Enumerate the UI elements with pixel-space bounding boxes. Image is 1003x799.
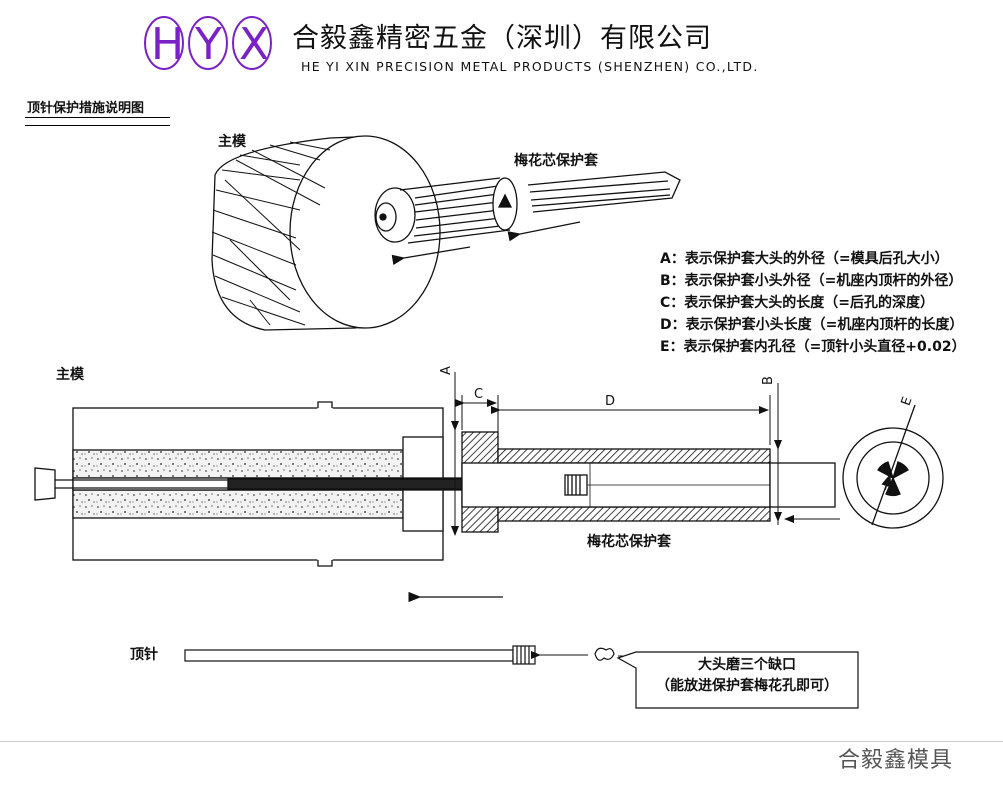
mold-cylinder [211, 135, 681, 331]
section-main-mold-label: 主模 [56, 367, 84, 383]
section-title: 顶针保护措施说明图 [27, 101, 145, 116]
ejector-pin [184, 645, 615, 665]
pin-note: 大头磨三个缺口 （能放进保护套梅花孔即可） [636, 655, 858, 705]
svg-text:H: H [151, 19, 184, 70]
title-underline-2 [25, 125, 170, 126]
company-logo: H Y X [144, 16, 272, 70]
legend-item-a: A：表示保护套大头的外径（=模具后孔大小） [660, 251, 949, 267]
pin-label: 顶针 [130, 647, 158, 663]
legend-item-b: B：表示保护套小头外径（=机座内顶杆的外径） [660, 273, 963, 289]
section-mold [34, 399, 564, 567]
end-view [842, 404, 944, 529]
svg-text:Y: Y [194, 19, 222, 70]
watermark: 合毅鑫模具 [838, 748, 954, 773]
top-sleeve-label: 梅花芯保护套 [514, 153, 598, 169]
legend: A：表示保护套大头的外径（=模具后孔大小） B：表示保护套小头外径（=机座内顶杆… [660, 248, 966, 358]
dim-c-label: C [474, 387, 484, 402]
legend-item-e: E：表示保护套内孔径（=顶针小头直径+0.02） [660, 339, 966, 355]
legend-item-c: C：表示保护套大头的长度（=后孔的深度） [660, 295, 935, 311]
legend-item-d: D：表示保护套小头长度（=机座内顶杆的长度） [660, 317, 964, 333]
svg-text:X: X [239, 19, 269, 70]
dim-d-label: D [605, 394, 616, 409]
pin-note-line1: 大头磨三个缺口 [698, 657, 796, 673]
pin-note-line2: （能放进保护套梅花孔即可） [656, 678, 838, 694]
top-main-mold-label: 主模 [218, 134, 246, 150]
company-name-cn: 合毅鑫精密五金（深圳）有限公司 [292, 23, 712, 54]
title-underline [25, 117, 170, 118]
section-sleeve-label: 梅花芯保护套 [587, 534, 671, 550]
dim-b-label: B [760, 376, 776, 385]
section-sleeve [461, 431, 836, 533]
company-name-en: HE YI XIN PRECISION METAL PRODUCTS (SHEN… [301, 59, 759, 74]
dim-a-label: A [438, 366, 454, 375]
footer-divider [0, 741, 1003, 742]
